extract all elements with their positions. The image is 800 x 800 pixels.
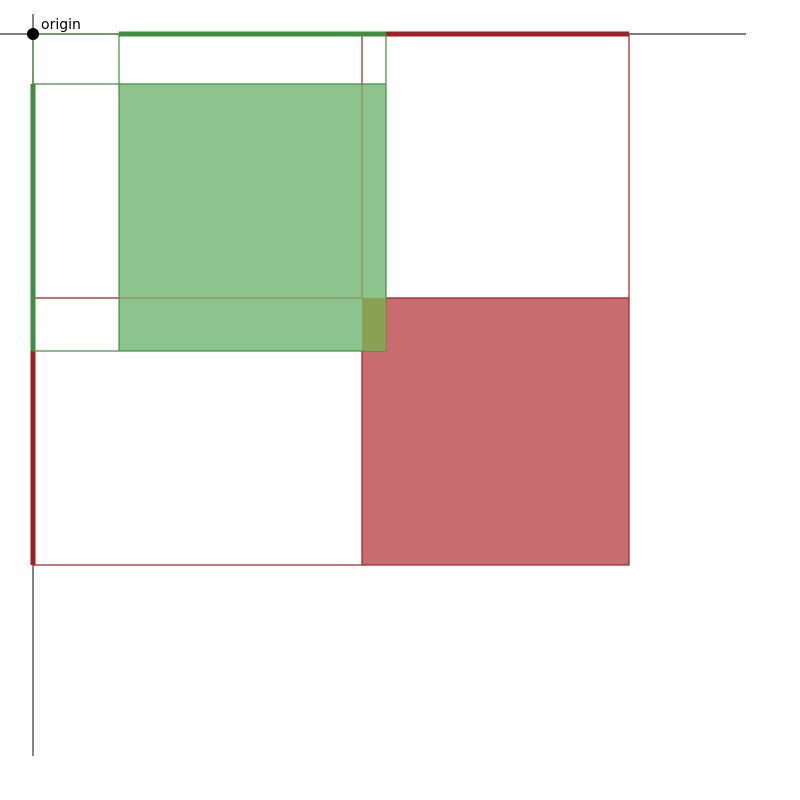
- overlap-fill: [362, 298, 386, 351]
- origin-label: origin: [41, 17, 81, 33]
- origin-dot: [27, 28, 39, 40]
- green-rect: [30, 31, 387, 352]
- red-rect-fill: [362, 298, 629, 565]
- green-rect-fill: [119, 84, 386, 351]
